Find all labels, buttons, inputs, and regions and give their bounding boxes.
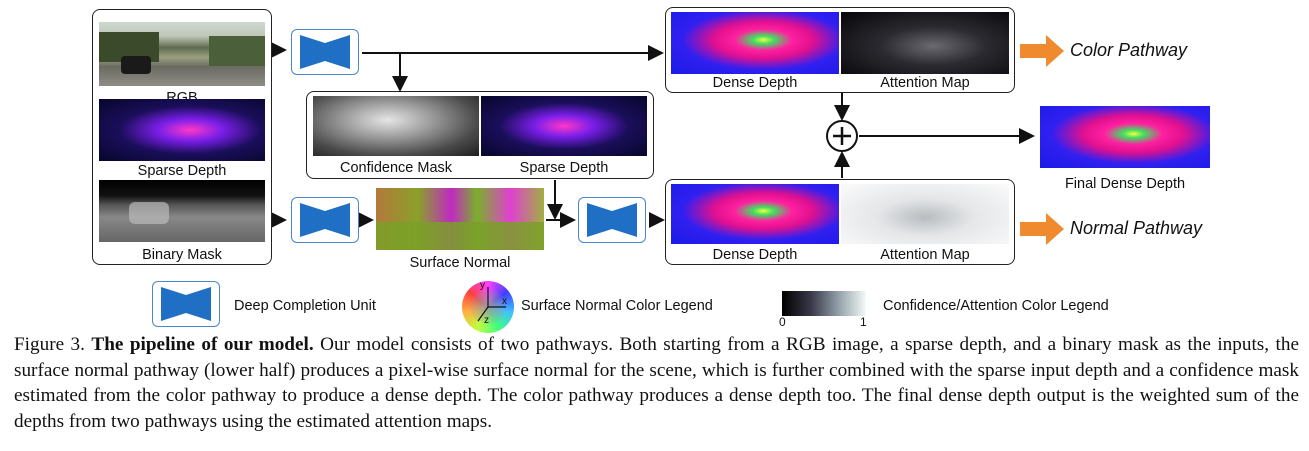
caption-bold: The pipeline of our model. — [91, 334, 314, 355]
input-panel: RGB Sparse Depth Binary Mask — [92, 9, 272, 265]
color-pathway-label: Color Pathway — [1070, 40, 1188, 60]
connector-layer — [271, 35, 1064, 245]
axis-x-label: x — [502, 296, 507, 307]
color-dense-depth-label: Dense Depth — [712, 75, 798, 91]
normal-pathway-label: Normal Pathway — [1070, 218, 1203, 238]
color-attention-map-image — [841, 12, 1009, 74]
sum-icon — [826, 120, 858, 152]
deep-completion-unit-bottom — [291, 197, 359, 243]
color-pathway-panel: Dense Depth Attention Map — [665, 7, 1015, 93]
surface-normal-label: Surface Normal — [409, 255, 511, 271]
normal-color-wheel-icon: y x z — [462, 280, 514, 333]
orange-arrow-icon — [1020, 213, 1064, 245]
normal-attention-map-label: Attention Map — [880, 247, 970, 263]
scale-max-label: 1 — [860, 315, 867, 329]
normal-pathway-panel: Dense Depth Attention Map — [665, 179, 1015, 265]
sparse-depth-mid-label: Sparse Depth — [519, 160, 609, 176]
confidence-legend-label: Confidence/Attention Color Legend — [883, 298, 1109, 314]
normal-attention-map-image — [841, 184, 1009, 244]
rgb-image — [99, 22, 265, 86]
legend-unit-icon — [152, 281, 220, 327]
deep-completion-unit-top — [291, 29, 359, 75]
sparse-depth-label: Sparse Depth — [137, 163, 227, 179]
legend-unit-label: Deep Completion Unit — [234, 298, 376, 314]
final-dense-depth-label: Final Dense Depth — [1064, 176, 1186, 192]
axis-y-label: y — [480, 280, 485, 291]
axis-z-label: z — [484, 315, 489, 326]
normal-dense-depth-label: Dense Depth — [712, 247, 798, 263]
confidence-panel: Confidence Mask Sparse Depth — [306, 91, 654, 179]
confidence-mask-label: Confidence Mask — [339, 160, 453, 176]
sparse-depth-mid-image — [481, 96, 647, 156]
normal-legend-label: Surface Normal Color Legend — [521, 298, 713, 314]
color-dense-depth-image — [671, 12, 839, 74]
binary-mask-label: Binary Mask — [142, 247, 222, 263]
binary-mask-image — [99, 180, 265, 242]
confidence-color-scale — [782, 291, 866, 316]
final-dense-depth-image — [1040, 106, 1210, 168]
surface-normal-image — [376, 188, 544, 250]
scale-min-label: 0 — [779, 315, 786, 329]
color-attention-map-label: Attention Map — [880, 75, 970, 91]
orange-arrow-icon — [1020, 35, 1064, 67]
sparse-depth-image — [99, 99, 265, 161]
figure-caption: Figure 3. The pipeline of our model. Our… — [14, 332, 1299, 434]
normal-dense-depth-image — [671, 184, 839, 244]
confidence-mask-image — [313, 96, 479, 156]
caption-body: Our model consists of two pathways. Both… — [14, 334, 1299, 432]
caption-prefix: Figure 3. — [14, 334, 92, 355]
deep-completion-unit-normal — [578, 197, 646, 243]
